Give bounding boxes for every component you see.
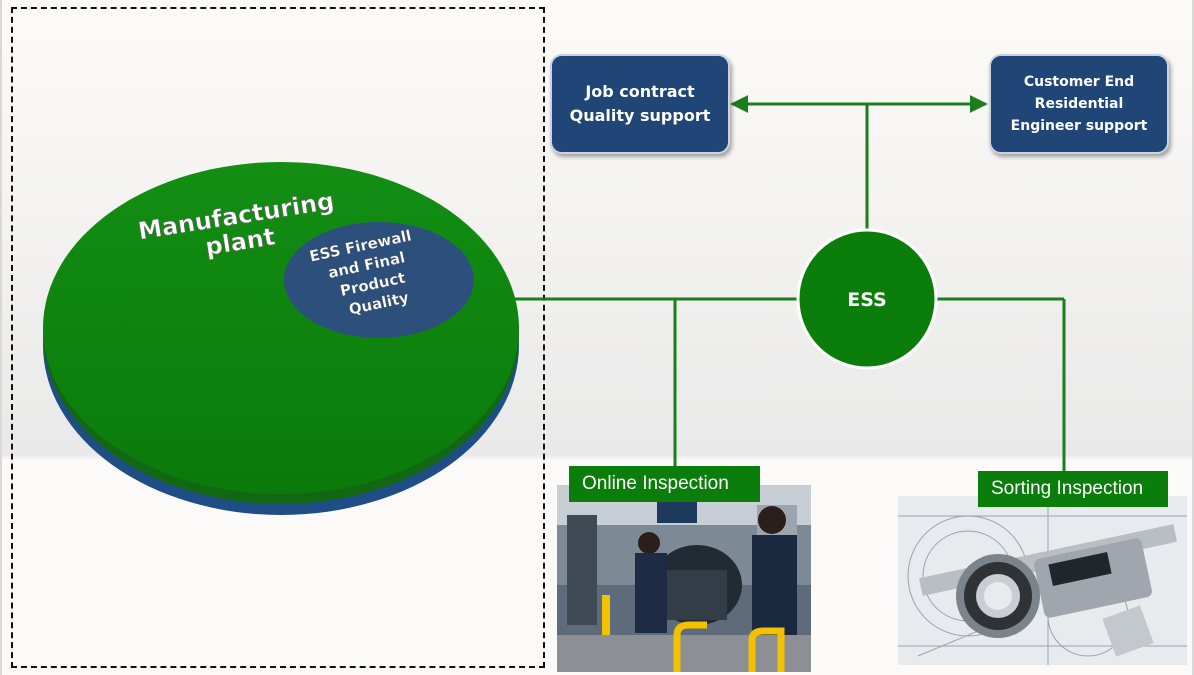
job-contract-line-1: Job contract [585,82,695,101]
customer-end-line-1: Customer End [1023,74,1135,90]
customer-end-line-3: Engineer support [1010,118,1148,134]
job-contract-line-2: Quality support [569,106,711,125]
online-inspection-text: Online Inspection [582,473,729,494]
sorting-inspection-label: Sorting Inspection [978,471,1168,507]
plant-boundary [11,7,545,668]
connector-lines [505,95,1066,472]
job-contract-box: Job contract Quality support [550,54,730,154]
manufacturing-plant-disc [43,162,519,515]
online-inspection-label: Online Inspection [569,466,760,502]
slide-edge-left [0,0,2,675]
customer-end-line-2: Residential [1034,96,1124,112]
sorting-inspection-text: Sorting Inspection [991,478,1144,499]
factory-workers-photo [557,485,811,672]
ess-node: ESS [796,228,938,370]
ess-label: ESS [847,289,887,311]
firewall-ellipse [284,222,474,338]
caliper-bearing-photo [898,496,1187,665]
customer-end-box: Customer End Residential Engineer suppor… [989,54,1169,154]
slide-edge-right [1192,0,1194,675]
